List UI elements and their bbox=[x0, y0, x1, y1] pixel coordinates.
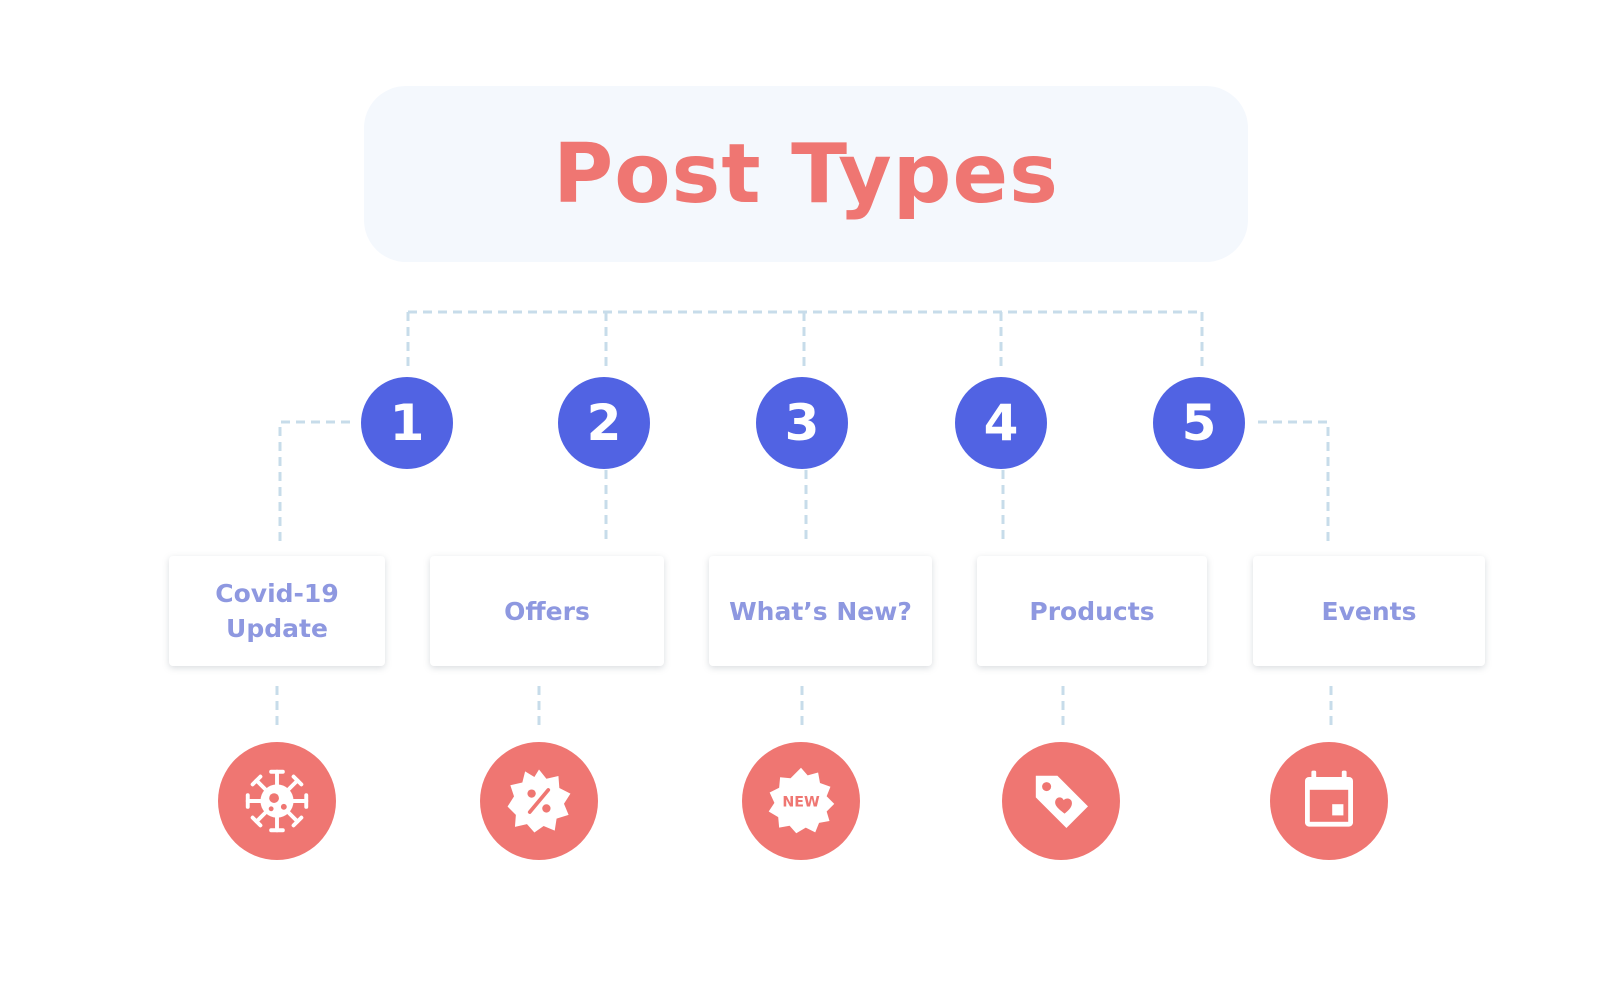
heart-tag-icon bbox=[1035, 775, 1088, 828]
step-number-1: 1 bbox=[361, 377, 453, 469]
card-events: Events bbox=[1253, 556, 1485, 666]
new-badge-text: NEW bbox=[782, 795, 820, 811]
link-5-card bbox=[1258, 420, 1330, 544]
card-label: Covid-19 Update bbox=[215, 579, 339, 643]
link-1-card bbox=[278, 420, 350, 544]
card-label: Products bbox=[1029, 596, 1155, 626]
step-number-5: 5 bbox=[1153, 377, 1245, 469]
calendar-icon bbox=[1305, 770, 1353, 827]
title-box: Post Types bbox=[364, 86, 1248, 262]
card-whats-new: What’s New? bbox=[709, 556, 932, 666]
card-offers: Offers bbox=[430, 556, 664, 666]
card-covid-update: Covid-19 Update bbox=[169, 556, 385, 666]
icon-circle-3: NEW bbox=[742, 742, 860, 860]
diagram-title: Post Types bbox=[553, 126, 1059, 222]
virus-icon bbox=[245, 769, 309, 833]
card-label: Events bbox=[1321, 596, 1417, 626]
discount-badge-icon bbox=[507, 769, 571, 833]
card-label: What’s New? bbox=[729, 596, 912, 626]
icon-circle-4 bbox=[1002, 742, 1120, 860]
step-number-4: 4 bbox=[955, 377, 1047, 469]
icon-circle-5 bbox=[1270, 742, 1388, 860]
icon-circle-2 bbox=[480, 742, 598, 860]
card-products: Products bbox=[977, 556, 1207, 666]
new-badge-icon: NEW bbox=[768, 767, 835, 834]
step-number-2: 2 bbox=[558, 377, 650, 469]
card-label: Offers bbox=[504, 596, 590, 626]
icon-circle-1 bbox=[218, 742, 336, 860]
step-number-3: 3 bbox=[756, 377, 848, 469]
